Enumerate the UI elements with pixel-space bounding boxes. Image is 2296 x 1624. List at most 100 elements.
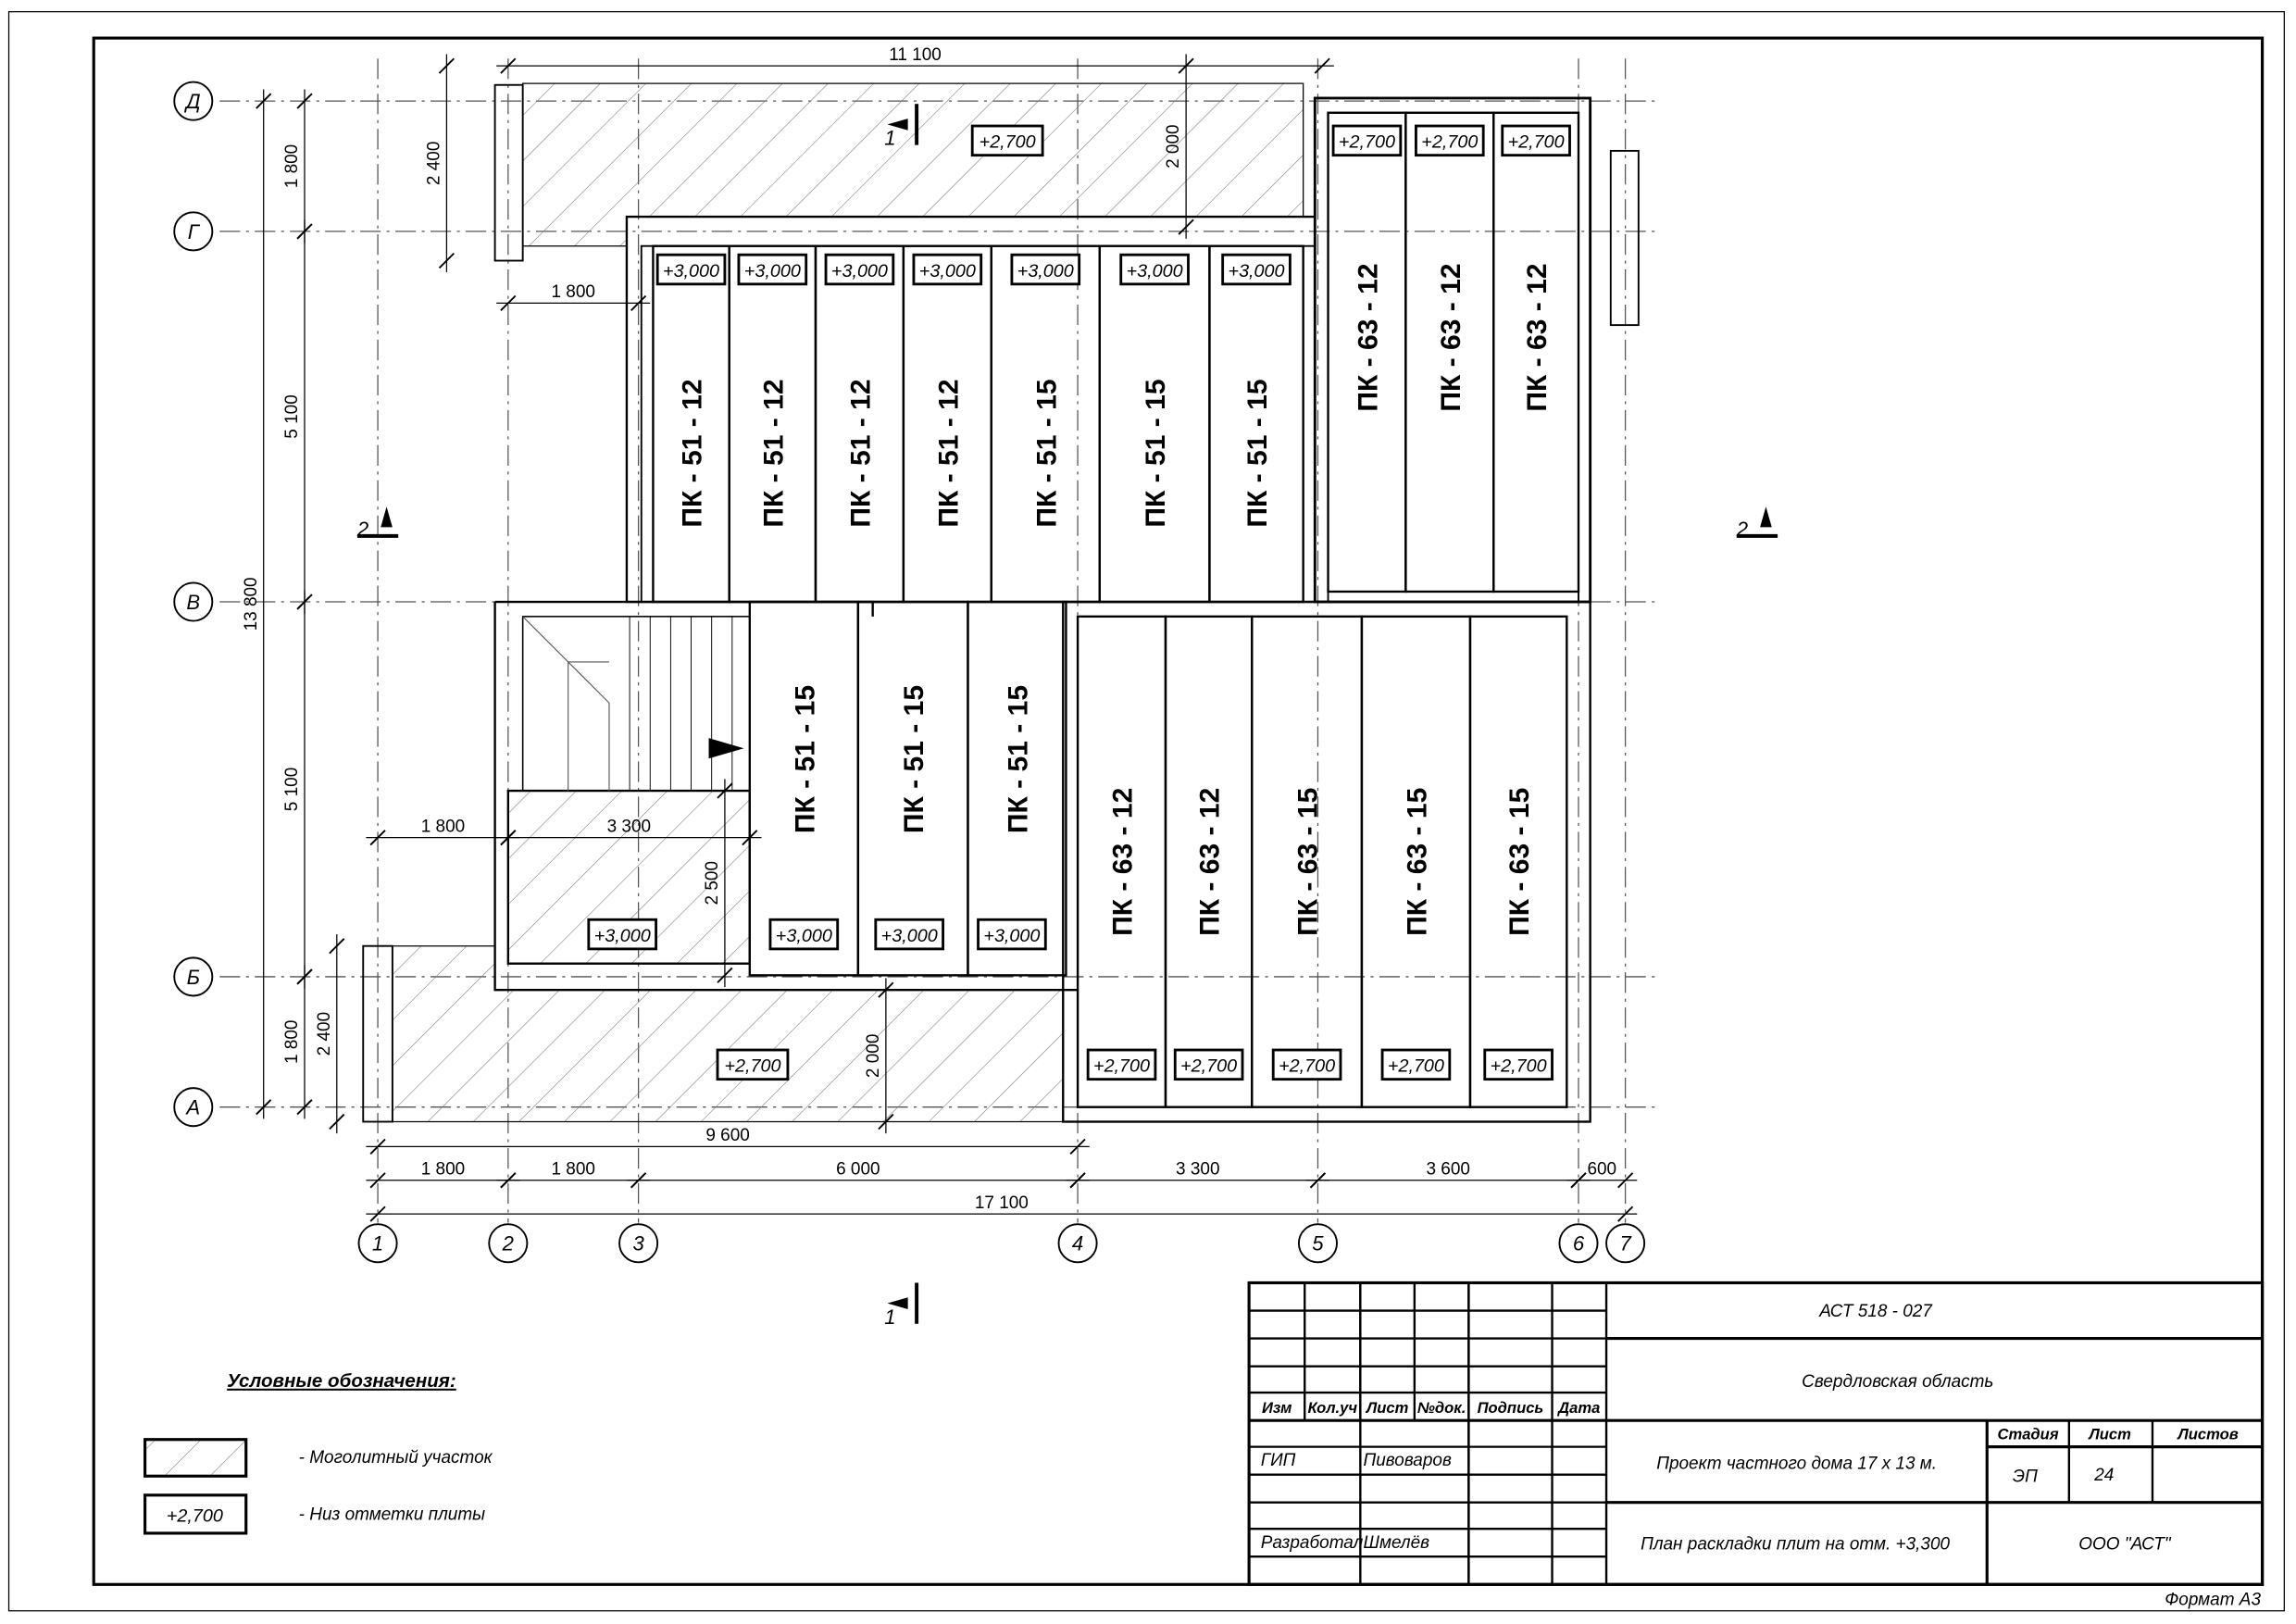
- slab-mark: ПК - 63 - 15: [1293, 788, 1324, 936]
- dimension-tick: [1069, 1172, 1086, 1189]
- slab-mark: ПК - 51 - 15: [1031, 379, 1062, 527]
- elevation-value: +2,700: [724, 1056, 780, 1077]
- dimension-value: 5 100: [282, 768, 302, 811]
- axis-letter-label: Г: [188, 220, 201, 244]
- elevation-tag: [716, 1048, 790, 1081]
- dimension-tick: [296, 93, 313, 109]
- elevation-value: +2,700: [1339, 132, 1395, 153]
- section-arrow-icon: [887, 1297, 908, 1309]
- axis-letter-label: В: [186, 591, 200, 614]
- elevation-tag: [1010, 253, 1081, 286]
- dimension-tick: [1617, 1206, 1634, 1222]
- axis-bubble: [1558, 1223, 1599, 1264]
- slab-mark: ПК - 51 - 12: [933, 379, 964, 527]
- elevation-tag: [977, 918, 1047, 951]
- slab-block-upper-inner: [640, 244, 1316, 603]
- section-arrow-icon: [381, 506, 393, 528]
- slab-upper: [1208, 244, 1304, 604]
- elevation-tag: [587, 918, 658, 951]
- axis-number-label: 1: [372, 1232, 383, 1255]
- slab-mark: ПК - 51 - 15: [1141, 379, 1171, 527]
- revision-header: Подпись: [1478, 1399, 1544, 1417]
- dimension-tick: [256, 1099, 272, 1116]
- axis-letter-label: Б: [187, 966, 200, 989]
- slab-mark: ПК - 63 - 12: [1195, 788, 1226, 936]
- sheet-border: [7, 11, 2285, 1612]
- elevation-tag: [1380, 1048, 1452, 1081]
- elevation-value: +3,000: [1229, 261, 1285, 281]
- revision-header: Лист: [1366, 1399, 1409, 1417]
- elevation-tag: [1173, 1048, 1244, 1081]
- dimension-value: 3 300: [607, 817, 651, 836]
- legend-hatch-sample: [144, 1438, 248, 1478]
- dimension-tick: [329, 1113, 345, 1131]
- section-arrow-icon: [887, 119, 908, 131]
- axis-bubble: [173, 81, 214, 121]
- elevation-tag: [1221, 253, 1292, 286]
- elevation-tag: [737, 253, 808, 286]
- dimension-value: 2 000: [864, 1034, 883, 1078]
- dimension-tick: [500, 57, 517, 74]
- elevation-tag: [970, 124, 1044, 157]
- elevation-value: +3,000: [744, 261, 801, 281]
- elevation-tag: [1501, 124, 1571, 157]
- dimension-tick: [369, 1138, 386, 1155]
- elevation-tag: [768, 918, 840, 951]
- section-number: 1: [884, 1305, 895, 1329]
- dimension-value: 11 100: [889, 45, 942, 65]
- axis-bubble: [173, 1087, 214, 1128]
- dimension-tick: [438, 252, 455, 269]
- stair-well: [521, 616, 751, 792]
- slab-lower_right: [1468, 615, 1568, 1108]
- dimension-tick: [1178, 57, 1194, 74]
- dimension-value: 13 800: [242, 577, 261, 631]
- revision-header: Изм: [1262, 1399, 1292, 1417]
- slab-mark: ПК - 63 - 12: [1354, 263, 1384, 411]
- elevation-tag: [655, 253, 727, 286]
- axis-bubble: [357, 1223, 398, 1264]
- dimension-tick: [717, 782, 733, 799]
- dimension-tick: [296, 593, 313, 610]
- elevation-tag: [1483, 1048, 1554, 1081]
- axis-number-label: 4: [1072, 1232, 1083, 1255]
- company-name: ООО "АСТ": [2078, 1534, 2172, 1554]
- name-label: Шмелёв: [1363, 1533, 1429, 1553]
- wall-post: [493, 83, 524, 262]
- dimension-value: 600: [1587, 1159, 1616, 1179]
- axis-number-label: 7: [1619, 1232, 1631, 1255]
- elevation-tag: [1331, 124, 1403, 157]
- elevation-value: +2,700: [1508, 132, 1565, 153]
- dimension-value: 6 000: [836, 1159, 880, 1179]
- dimension-tick: [369, 1172, 386, 1189]
- section-number: 2: [1736, 518, 1748, 541]
- slab-mark: ПК - 51 - 15: [1242, 379, 1273, 527]
- dimension-value: 1 800: [282, 1020, 302, 1064]
- slab-mark: ПК - 51 - 12: [758, 379, 789, 527]
- section-number: 1: [884, 127, 895, 150]
- slab-mark: ПК - 63 - 12: [1108, 788, 1139, 936]
- dimension-tick: [296, 223, 313, 240]
- dimension-value: 5 100: [282, 394, 302, 438]
- legend-elevation-sample: [144, 1493, 248, 1535]
- dimension-tick: [630, 1172, 647, 1189]
- dimension-tick: [1617, 1172, 1634, 1189]
- axis-bubble: [1297, 1223, 1338, 1264]
- revision-header: Кол.уч: [1308, 1399, 1358, 1417]
- slab-lower_middle: [967, 600, 1067, 977]
- elevation-tag: [1271, 1048, 1342, 1081]
- slab-mark: ПК - 63 - 15: [1504, 788, 1535, 936]
- elevation-value: +3,000: [1127, 261, 1183, 281]
- paper-format: Формат А3: [2165, 1590, 2261, 1609]
- axis-letter-label: Д: [183, 90, 201, 113]
- axis-number-label: 3: [632, 1232, 644, 1255]
- elevation-tag: [912, 253, 983, 286]
- slab-mark: ПК - 51 - 12: [678, 379, 708, 527]
- elevation-tag: [874, 918, 944, 951]
- dimension-value: 2 400: [315, 1012, 334, 1056]
- axis-number-label: 6: [1573, 1232, 1585, 1255]
- sheets-header: Листов: [2177, 1426, 2238, 1443]
- elevation-value: +2,700: [1421, 132, 1478, 153]
- dimension-tick: [742, 830, 758, 846]
- dimension-tick: [500, 830, 517, 846]
- slab-mark: ПК - 63 - 12: [1436, 263, 1466, 411]
